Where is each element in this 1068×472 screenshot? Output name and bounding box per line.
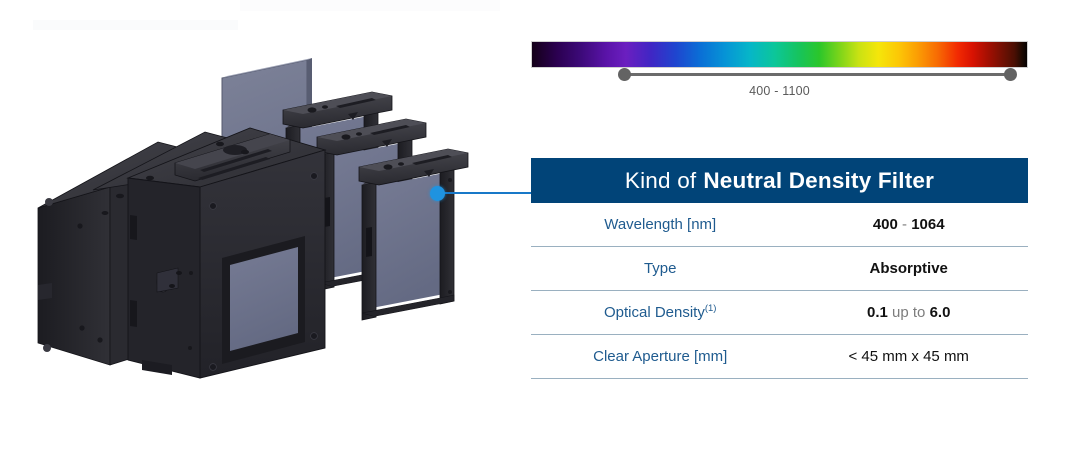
- spec-header-prefix: Kind of: [624, 167, 697, 193]
- spec-value: 400 - 1064: [789, 216, 1028, 233]
- wavelength-range-selector[interactable]: 400 - 1100: [531, 41, 1028, 103]
- spec-label: Optical Density(1): [531, 304, 789, 321]
- spec-label-text: Clear Aperture [mm]: [593, 348, 728, 365]
- spec-label: Clear Aperture [mm]: [531, 348, 789, 365]
- spec-label-text: Wavelength [nm]: [604, 216, 717, 233]
- table-row: Optical Density(1) 0.1 up to 6.0: [531, 291, 1028, 335]
- spec-value-part: 6.0: [929, 304, 951, 321]
- callout-connector-line: [442, 192, 532, 194]
- spec-value-part: 400: [872, 216, 898, 233]
- spec-value-part: Absorptive: [869, 260, 948, 277]
- ghost-rectangle-left: [33, 20, 238, 30]
- spec-label: Wavelength [nm]: [531, 216, 789, 233]
- spec-value-part: up to: [887, 304, 930, 321]
- spec-value: < 45 mm x 45 mm: [789, 348, 1028, 365]
- spec-value-part: -: [897, 216, 912, 233]
- range-slider-track[interactable]: [624, 73, 1010, 76]
- spec-label-text: Optical Density: [603, 304, 705, 321]
- ghost-rectangle-top: [240, 0, 500, 11]
- spec-table-header: Kind of Neutral Density Filter: [531, 158, 1028, 203]
- spec-value-part: 0.1: [867, 304, 888, 321]
- range-slider-handle-max[interactable]: [1004, 68, 1017, 81]
- filter-housing-body: [37, 127, 327, 379]
- callout-anchor-dot[interactable]: [430, 186, 445, 201]
- spec-value-part: 1064: [911, 216, 945, 233]
- spec-label-footnote: (1): [704, 303, 717, 314]
- table-row: Type Absorptive: [531, 247, 1028, 291]
- filter-frame-front: [358, 148, 469, 321]
- table-row: Wavelength [nm] 400 - 1064: [531, 203, 1028, 247]
- spec-value: 0.1 up to 6.0: [789, 304, 1028, 321]
- range-slider-handle-min[interactable]: [618, 68, 631, 81]
- specification-table: Kind of Neutral Density Filter Wavelengt…: [531, 158, 1028, 379]
- range-slider-label: 400 - 1100: [749, 84, 810, 98]
- spec-header-title: Neutral Density Filter: [703, 167, 935, 193]
- spec-label-text: Type: [643, 260, 677, 277]
- spec-value: Absorptive: [789, 260, 1028, 277]
- visible-spectrum-bar: [531, 41, 1028, 68]
- table-row: Clear Aperture [mm] < 45 mm x 45 mm: [531, 335, 1028, 379]
- product-illustration: [37, 58, 469, 379]
- spec-value-part: < 45 mm x 45 mm: [848, 348, 969, 365]
- spec-label: Type: [531, 260, 789, 277]
